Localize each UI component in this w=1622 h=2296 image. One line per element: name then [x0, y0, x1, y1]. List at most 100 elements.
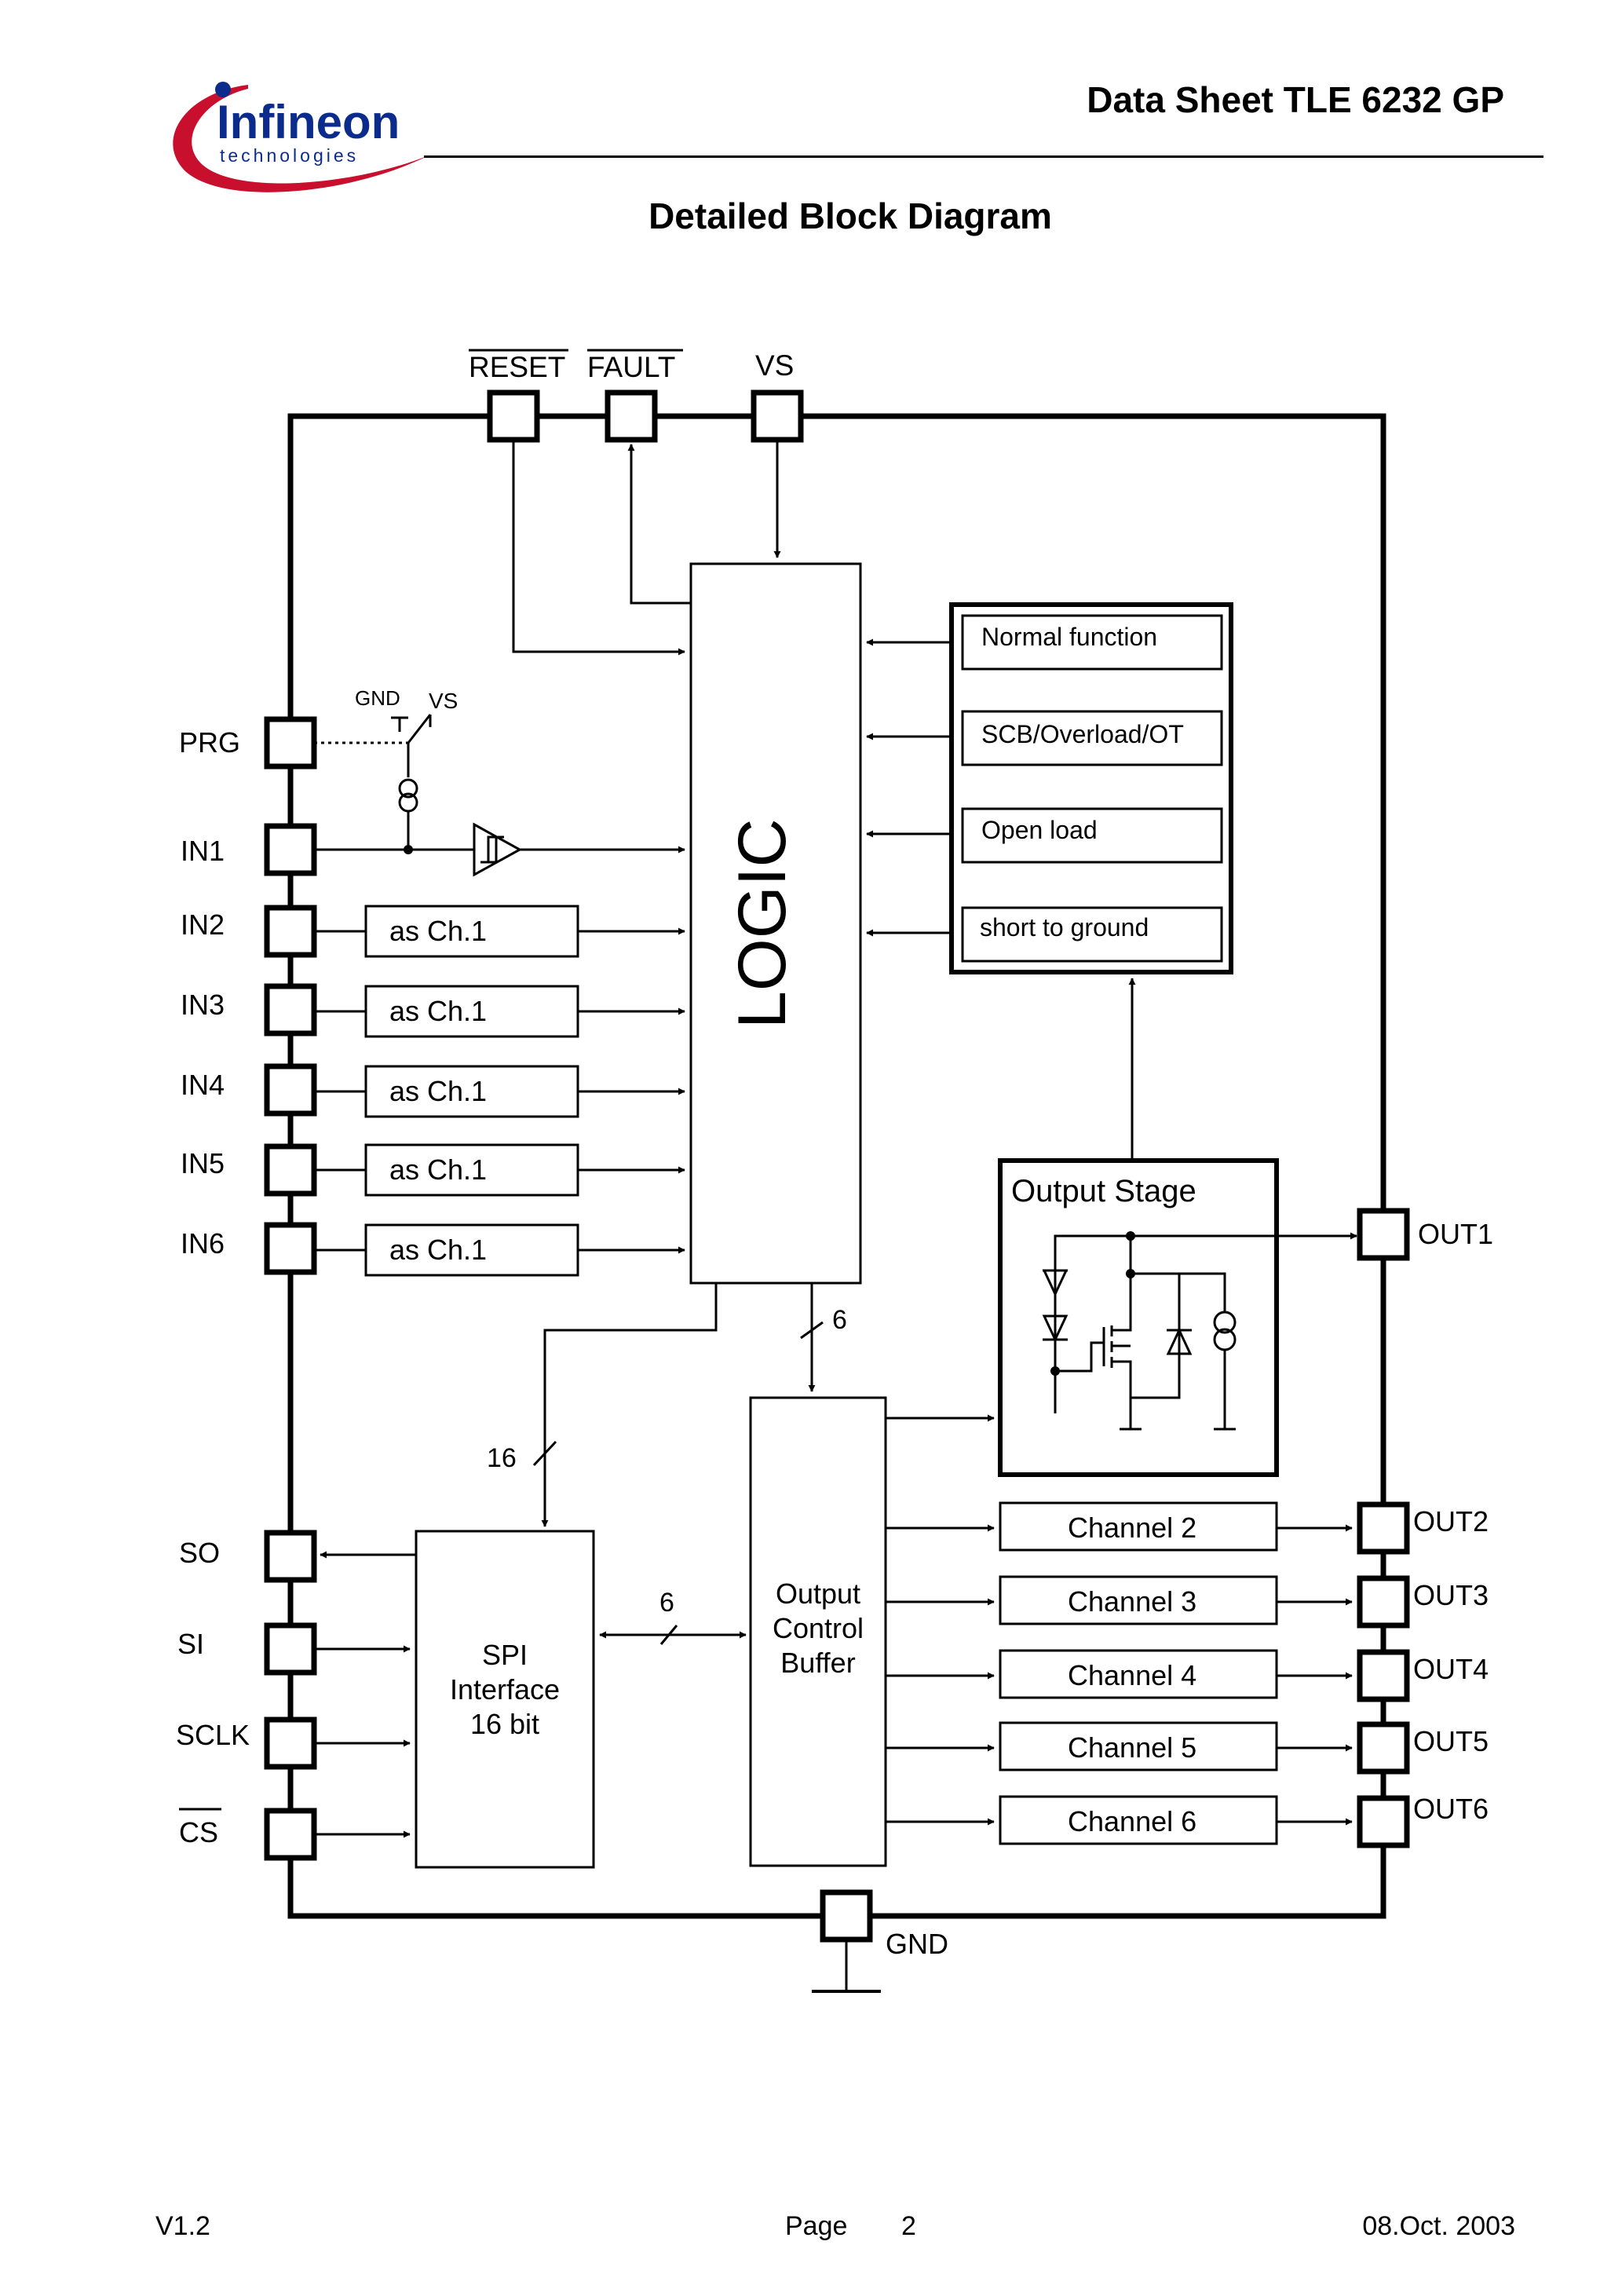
logo-tagline: technologies — [220, 145, 359, 166]
pin-gnd-label: GND — [886, 1928, 948, 1960]
reset-line — [512, 440, 685, 656]
infineon-logo: Infineon technologies — [173, 82, 429, 192]
pin-prg-label: PRG — [179, 726, 240, 759]
pin-cs — [264, 1808, 317, 1861]
pin-in1 — [264, 823, 317, 876]
pin-vs — [751, 389, 804, 443]
spi-block — [415, 1530, 595, 1869]
pin-in6-label: IN6 — [181, 1227, 225, 1260]
pin-out5 — [1357, 1721, 1410, 1775]
pin-out4 — [1357, 1649, 1410, 1702]
pin-vs-label: VS — [755, 349, 794, 382]
diag-scb-box — [961, 710, 1223, 766]
source — [1112, 1360, 1132, 1429]
pin-out1-label: OUT1 — [1418, 1218, 1493, 1250]
as-ch1-label-6: as Ch.1 — [389, 1234, 487, 1266]
pin-in3-label: IN3 — [181, 989, 225, 1021]
pin-so — [264, 1530, 317, 1583]
pin-out3 — [1357, 1575, 1410, 1629]
pin-in5-label: IN5 — [181, 1147, 225, 1179]
pin-in2 — [264, 905, 317, 958]
pin-reset — [487, 389, 540, 443]
pin-prg — [264, 716, 317, 770]
channel-6-label: Channel 6 — [1068, 1805, 1196, 1837]
as-ch1-label-4: as Ch.1 — [389, 1075, 487, 1107]
ocb-label-1: Output — [776, 1578, 860, 1610]
channel-3-box — [999, 1575, 1278, 1625]
pin-si — [264, 1622, 317, 1676]
pin-sclk-label: SCLK — [176, 1719, 250, 1751]
prg-gnd-label: GND — [355, 686, 400, 710]
logic-label: LOGIC — [725, 818, 800, 1029]
diag-openload-box — [961, 807, 1223, 864]
pin-out1 — [1357, 1208, 1410, 1261]
zener-top — [1054, 1234, 1135, 1249]
channel-5-box — [999, 1721, 1278, 1771]
channel-6-box — [999, 1795, 1278, 1845]
ocb-label-3: Buffer — [780, 1647, 855, 1679]
drain — [1112, 1236, 1132, 1332]
pin-out3-label: OUT3 — [1413, 1579, 1489, 1611]
pin-in4 — [264, 1063, 317, 1117]
ocb-block — [749, 1396, 887, 1867]
pin-cs-label: CS — [179, 1816, 218, 1848]
diode-node — [1126, 1269, 1135, 1278]
bus-width-logic-spi: 16 — [487, 1443, 517, 1473]
diagnosis-block — [949, 602, 1233, 974]
channel-4-box — [999, 1649, 1278, 1699]
diag-scb-label: SCB/Overload/OT — [981, 720, 1184, 748]
footer-page-number: 2 — [901, 2211, 916, 2241]
pin-in1-label: IN1 — [181, 835, 225, 867]
pin-out4-label: OUT4 — [1413, 1653, 1489, 1685]
pin-out2 — [1357, 1501, 1410, 1555]
prg-vs-label: VS — [429, 689, 458, 713]
pin-gnd — [820, 1889, 873, 1943]
bus-width-spi-ocb: 6 — [659, 1588, 674, 1618]
fault-line — [627, 444, 691, 605]
logic-block — [689, 562, 862, 1285]
diag-normal-box — [961, 614, 1223, 671]
output-stage-label: Output Stage — [1011, 1174, 1196, 1208]
channel-5-label: Channel 5 — [1068, 1731, 1196, 1764]
footer-date: 08.Oct. 2003 — [1362, 2211, 1515, 2241]
spi-label-3: 16 bit — [470, 1708, 539, 1740]
pin-in6 — [264, 1222, 317, 1275]
channel-3-label: Channel 3 — [1068, 1585, 1196, 1618]
zener-2 — [1042, 1314, 1069, 1343]
channel-2-label: Channel 2 — [1068, 1512, 1196, 1544]
pin-in3 — [264, 983, 317, 1036]
pin-in2-label: IN2 — [181, 909, 225, 941]
diode-wire — [1131, 1272, 1181, 1399]
channel-4-label: Channel 4 — [1068, 1659, 1196, 1691]
current-source-top — [398, 778, 418, 799]
gate-wire — [1055, 1341, 1104, 1373]
pin-out6-label: OUT6 — [1413, 1793, 1489, 1825]
pin-out6 — [1357, 1795, 1410, 1848]
drain-node — [1126, 1231, 1135, 1241]
bus-tick-6b — [659, 1625, 678, 1645]
cs-wire — [1179, 1272, 1226, 1311]
channel-2-box — [999, 1501, 1278, 1552]
document-title: Data Sheet TLE 6232 GP — [1087, 79, 1504, 120]
pin-out5-label: OUT5 — [1413, 1725, 1489, 1757]
logo-name: Infineon — [217, 96, 400, 148]
spi-label-1: SPI — [482, 1639, 528, 1671]
pin-reset-label: RESET — [469, 351, 565, 383]
pin-fault-label: FAULT — [587, 351, 675, 383]
prg-switch-blade — [407, 714, 432, 744]
pin-in5 — [264, 1143, 317, 1197]
bus-tick-6a — [800, 1321, 824, 1340]
bus-tick-16 — [532, 1440, 557, 1467]
output-stage-block — [998, 1158, 1279, 1477]
as-ch1-label-5: as Ch.1 — [389, 1153, 487, 1186]
out-current-source-bottom — [1213, 1328, 1237, 1351]
pin-so-label: SO — [179, 1537, 220, 1569]
pin-fault — [605, 389, 658, 443]
header-rule — [424, 155, 1543, 158]
logo-dot — [215, 82, 231, 97]
ocb-label-2: Control — [773, 1612, 864, 1644]
bus-width-logic-ocb: 6 — [832, 1305, 847, 1335]
schmitt-symbol-2 — [485, 835, 504, 864]
diag-openload-label: Open load — [981, 816, 1098, 844]
